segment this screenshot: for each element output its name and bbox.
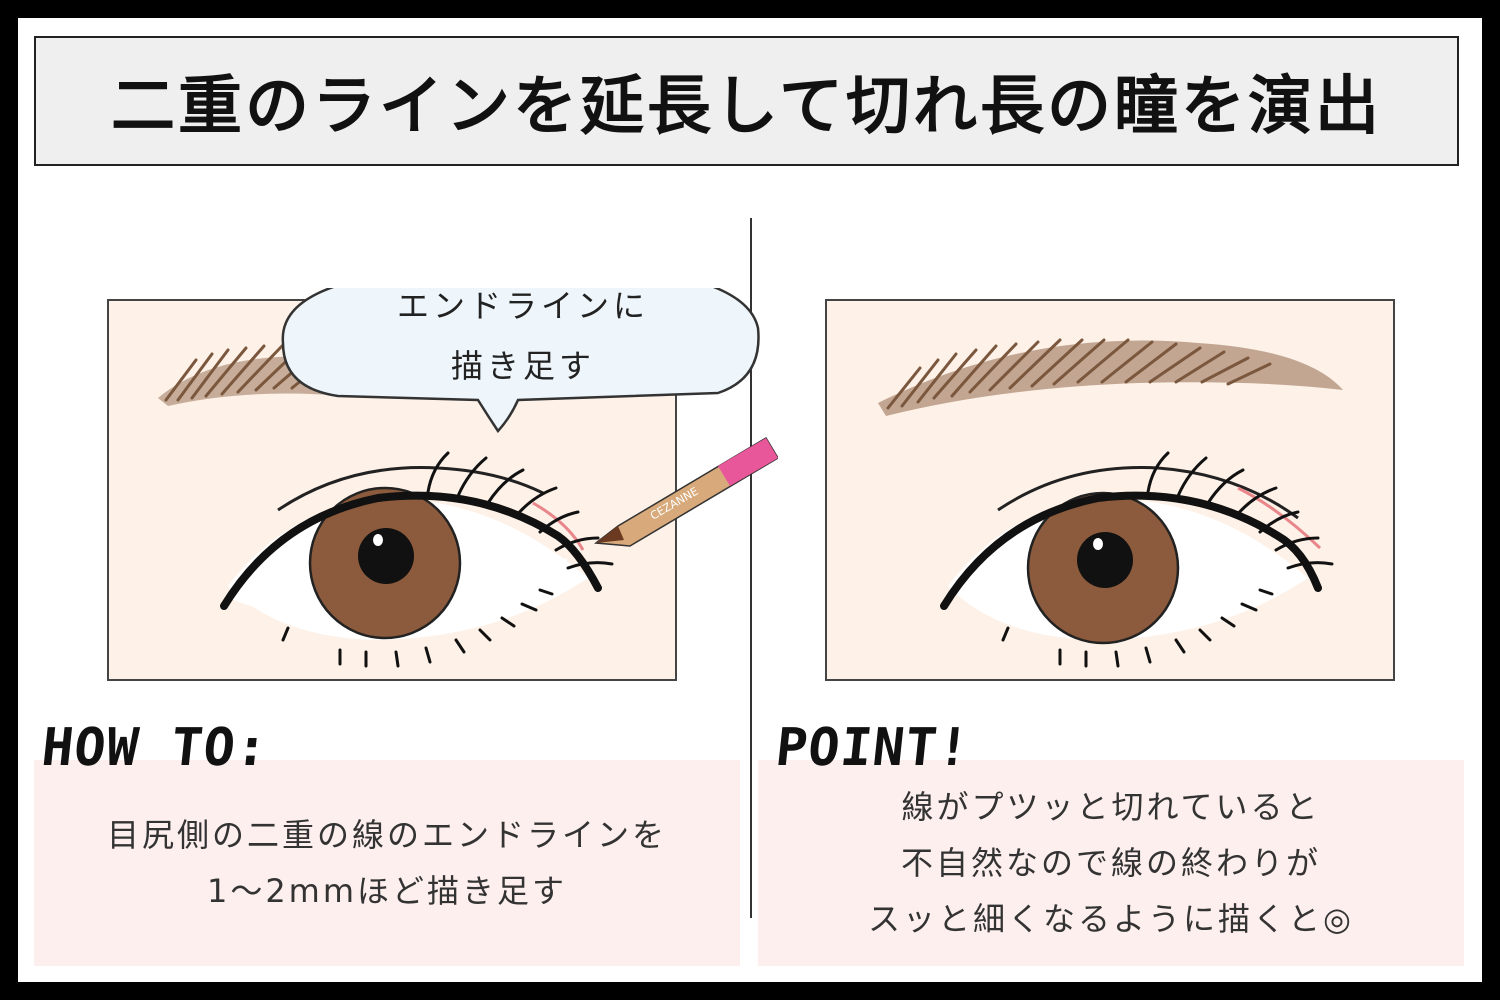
lower-lashes-right xyxy=(1001,588,1274,668)
center-divider xyxy=(750,218,752,918)
lower-lashes-left xyxy=(281,588,554,668)
left-eye-illustration: エンドラインに 描き足す xyxy=(107,288,778,681)
bubble-line2: 描き足す xyxy=(450,346,595,385)
title-banner: 二重のラインを延長して切れ長の瞳を演出 xyxy=(34,36,1459,166)
upper-lashes-left xyxy=(426,451,614,570)
card: 二重のラインを延長して切れ長の瞳を演出 エン xyxy=(18,18,1482,982)
point-label: POINT! xyxy=(772,718,973,778)
point-line3: スッと細くなるように描くと◎ xyxy=(868,900,1354,938)
right-eye-illustration xyxy=(825,299,1395,681)
point-note: 線がプツッと切れていると 不自然なので線の終わりが スッと細くなるように描くと◎ xyxy=(758,760,1464,966)
bubble-text: エンドラインに 描き足す xyxy=(288,288,758,398)
howto-line2: 1〜2mmほど描き足す xyxy=(206,872,568,910)
howto-line1: 目尻側の二重の線のエンドラインを xyxy=(106,816,667,854)
howto-label: HOW TO: xyxy=(38,718,272,778)
point-line2: 不自然なので線の終わりが xyxy=(900,844,1321,882)
speech-bubble xyxy=(281,288,760,434)
howto-note: 目尻側の二重の線のエンドラインを 1〜2mmほど描き足す xyxy=(34,760,740,966)
eyebrow-right xyxy=(878,338,1343,416)
upper-eyeliner-left xyxy=(220,491,602,610)
pupil-right xyxy=(1077,532,1133,588)
pupil-left xyxy=(358,528,414,584)
upper-lashes-right xyxy=(1146,451,1334,570)
page-title: 二重のラインを延長して切れ長の瞳を演出 xyxy=(110,70,1383,144)
bubble-line1: エンドラインに xyxy=(396,288,649,325)
upper-eyeliner-right xyxy=(940,491,1322,610)
point-line1: 線がプツッと切れていると xyxy=(901,788,1321,826)
pink-extension-line-left xyxy=(532,501,585,551)
